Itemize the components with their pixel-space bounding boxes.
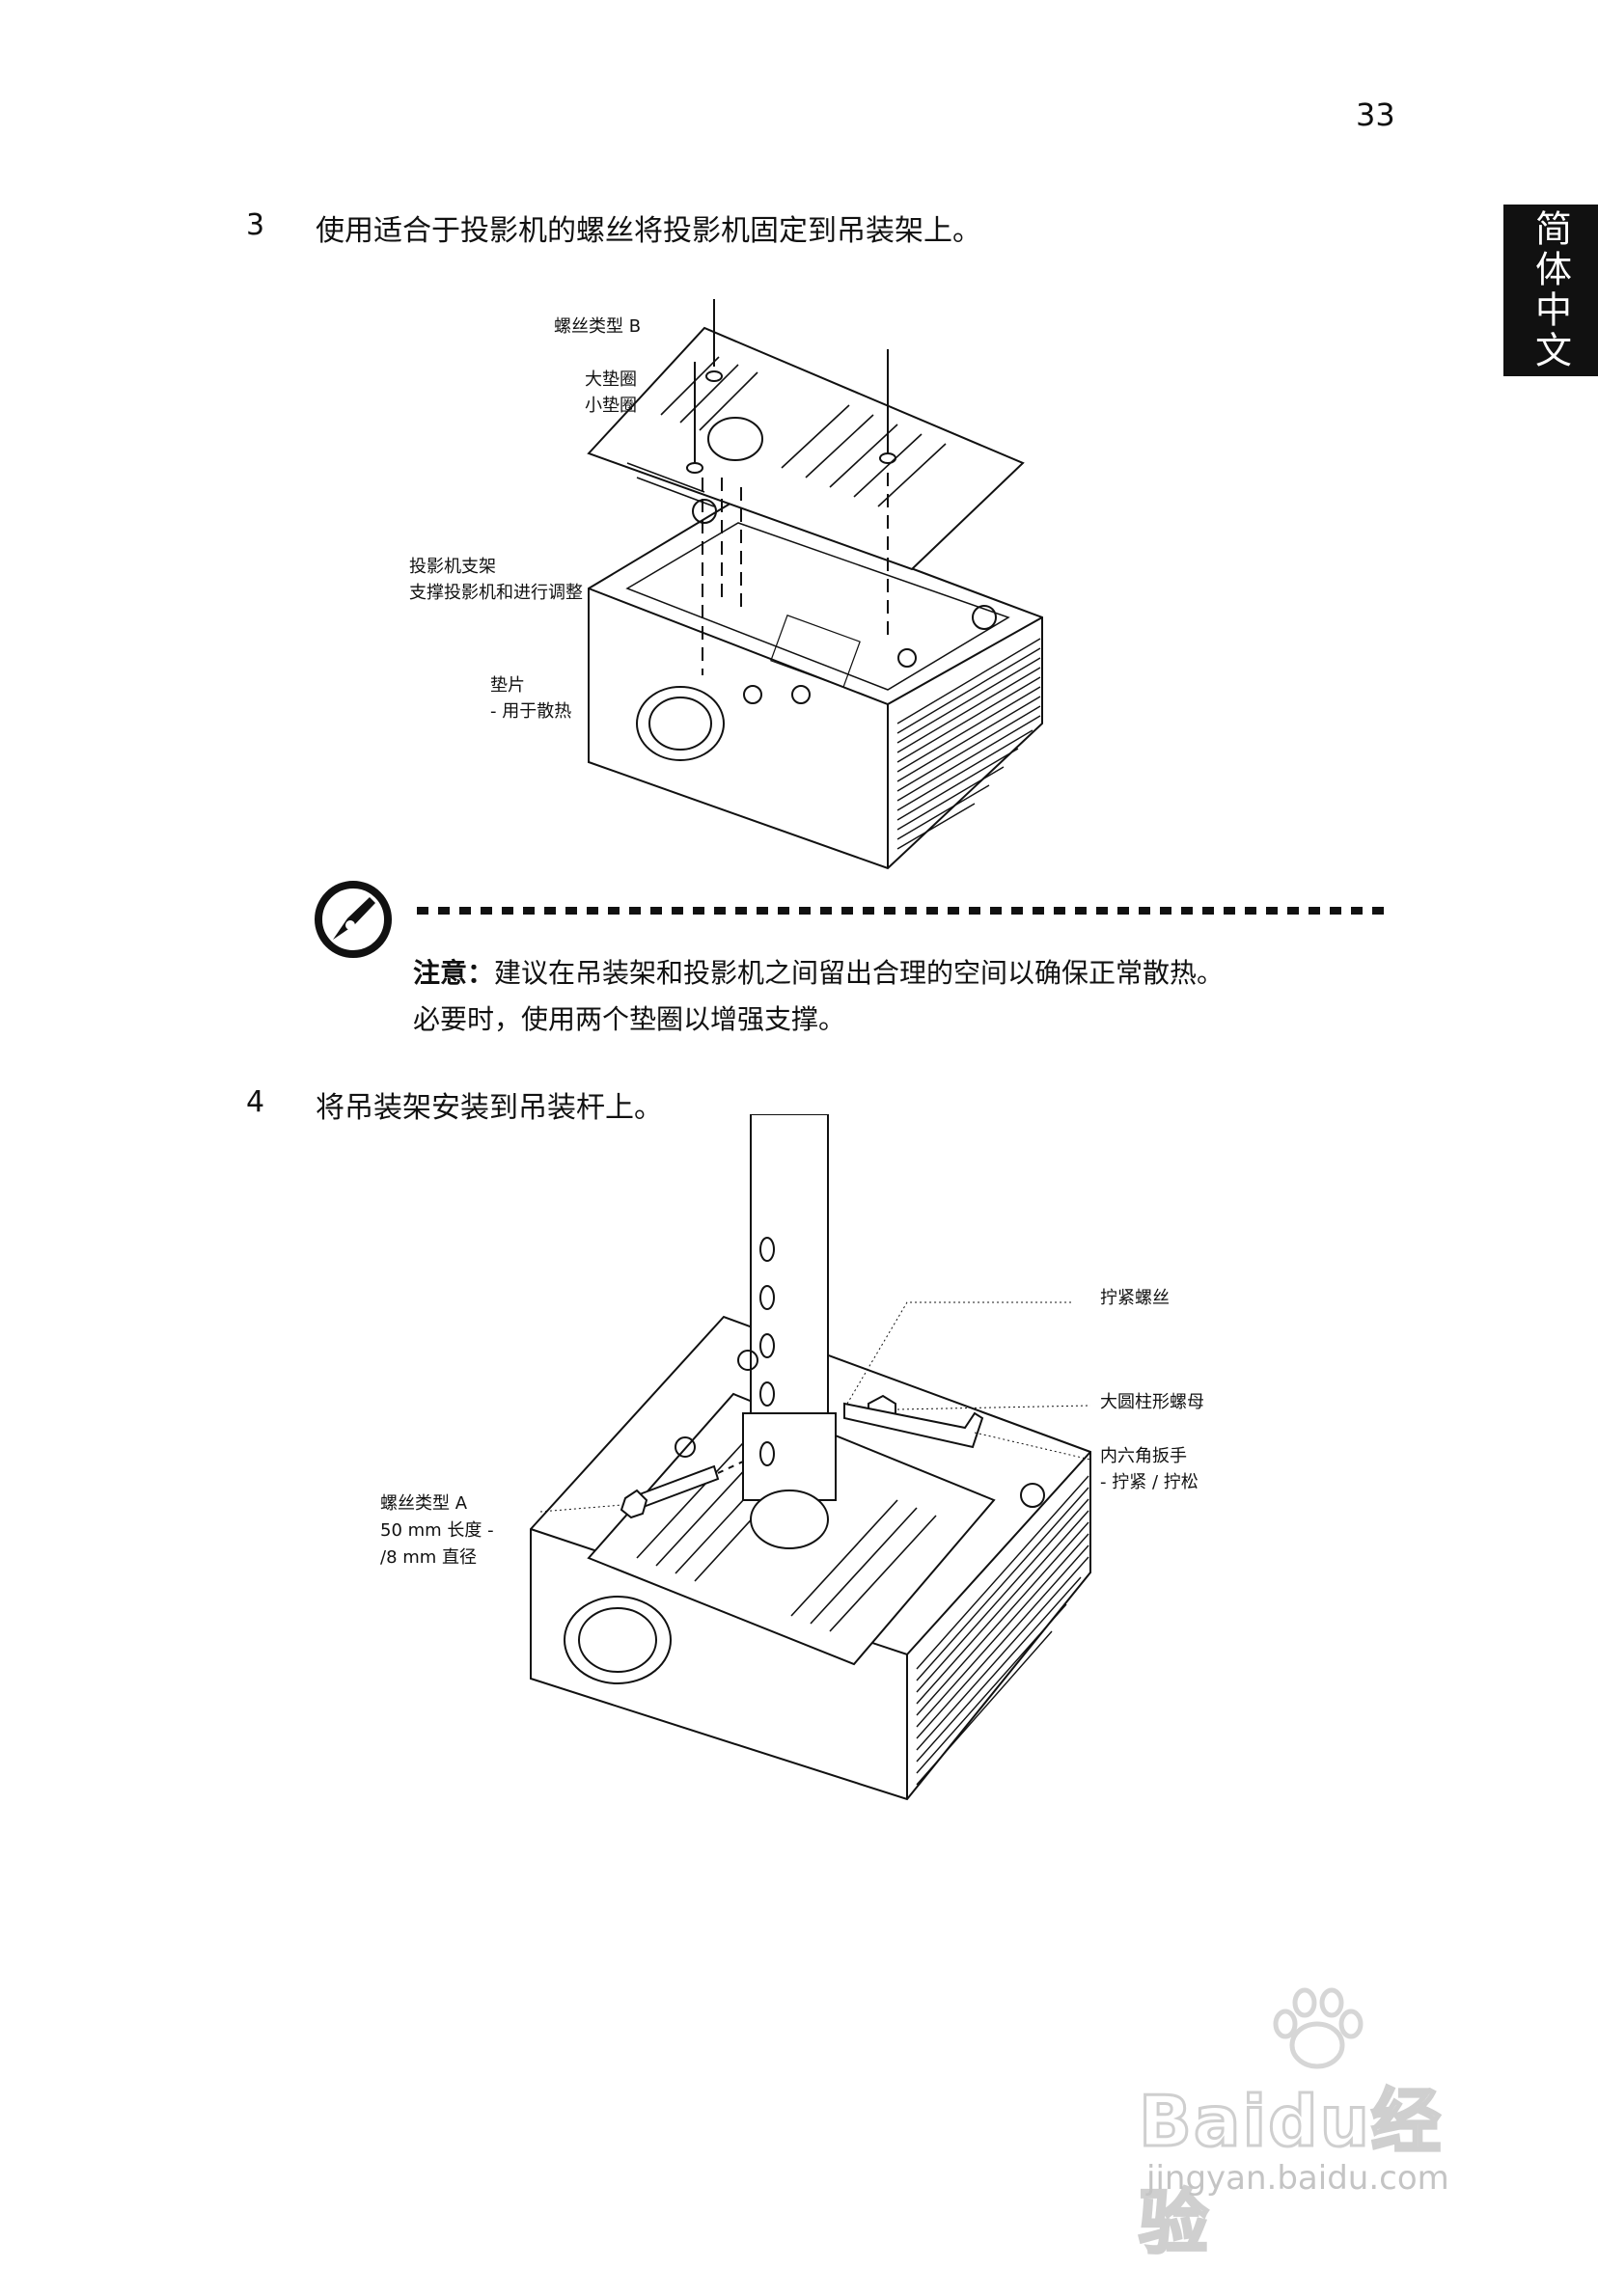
callout-bracket-1: 投影机支架 — [409, 557, 496, 577]
step-3-number: 3 — [246, 208, 265, 242]
page-number: 33 — [1356, 96, 1395, 133]
mounting-diagram-2 — [530, 1114, 1091, 1801]
language-tab: 简体中文 — [1503, 205, 1598, 376]
note-label: 注意： — [413, 957, 495, 989]
callout-screw-b: 螺丝类型 B — [554, 316, 642, 337]
watermark-cn: 经验 — [1138, 2080, 1443, 2265]
note-pen-icon — [315, 881, 392, 958]
callout-spacer-1: 垫片 — [490, 675, 525, 696]
callout-screw-a-3: /8 mm 直径 — [380, 1547, 478, 1568]
paw-icon — [1273, 1987, 1364, 2069]
callout-bracket-2: 支撑投影机和进行调整 — [409, 583, 583, 603]
note-line-1: 建议在吊装架和投影机之间留出合理的空间以确保正常散热。 — [494, 957, 1225, 989]
projector-lens-2 — [564, 1596, 672, 1684]
callout-wrench-2: - 拧紧 / 拧松 — [1100, 1472, 1198, 1492]
note-line-2: 必要时，使用两个垫圈以增强支撑。 — [413, 1003, 846, 1035]
watermark-brand-2: du — [1267, 2080, 1371, 2164]
mounting-pole — [750, 1114, 829, 1424]
callout-screw-a-1: 螺丝类型 A — [380, 1493, 468, 1514]
callout-large-washer: 大垫圈 — [585, 369, 637, 390]
step-3-text: 使用适合于投影机的螺丝将投影机固定到吊装架上。 — [316, 214, 981, 248]
callout-screw-a-2: 50 mm 长度 - — [380, 1520, 494, 1541]
plate-knob — [707, 417, 763, 461]
callout-spacer-2: - 用于散热 — [490, 701, 572, 722]
callout-wrench-1: 内六角扳手 — [1100, 1446, 1187, 1466]
note-body: 注意：建议在吊装架和投影机之间留出合理的空间以确保正常散热。 必要时，使用两个垫… — [413, 950, 1224, 1043]
language-tab-label: 简体中文 — [1529, 209, 1572, 371]
callout-nut: 大圆柱形螺母 — [1100, 1392, 1204, 1412]
callout-small-washer: 小垫圈 — [585, 396, 637, 416]
callout-tighten-screw: 拧紧螺丝 — [1100, 1288, 1170, 1308]
step-4-text: 将吊装架安装到吊装杆上。 — [316, 1091, 663, 1125]
step-4-number: 4 — [246, 1085, 265, 1119]
mounting-diagram-1 — [587, 299, 1043, 870]
mounting-plate — [587, 326, 1025, 571]
projector-lens — [636, 686, 725, 761]
watermark-url: jingyan.baidu.com — [1146, 2159, 1449, 2198]
baidu-watermark: Baidu经验 jingyan.baidu.com — [1137, 1987, 1505, 2265]
note-divider — [417, 907, 1393, 915]
projector-body — [588, 500, 1043, 870]
watermark-brand: Bai — [1137, 2080, 1269, 2164]
